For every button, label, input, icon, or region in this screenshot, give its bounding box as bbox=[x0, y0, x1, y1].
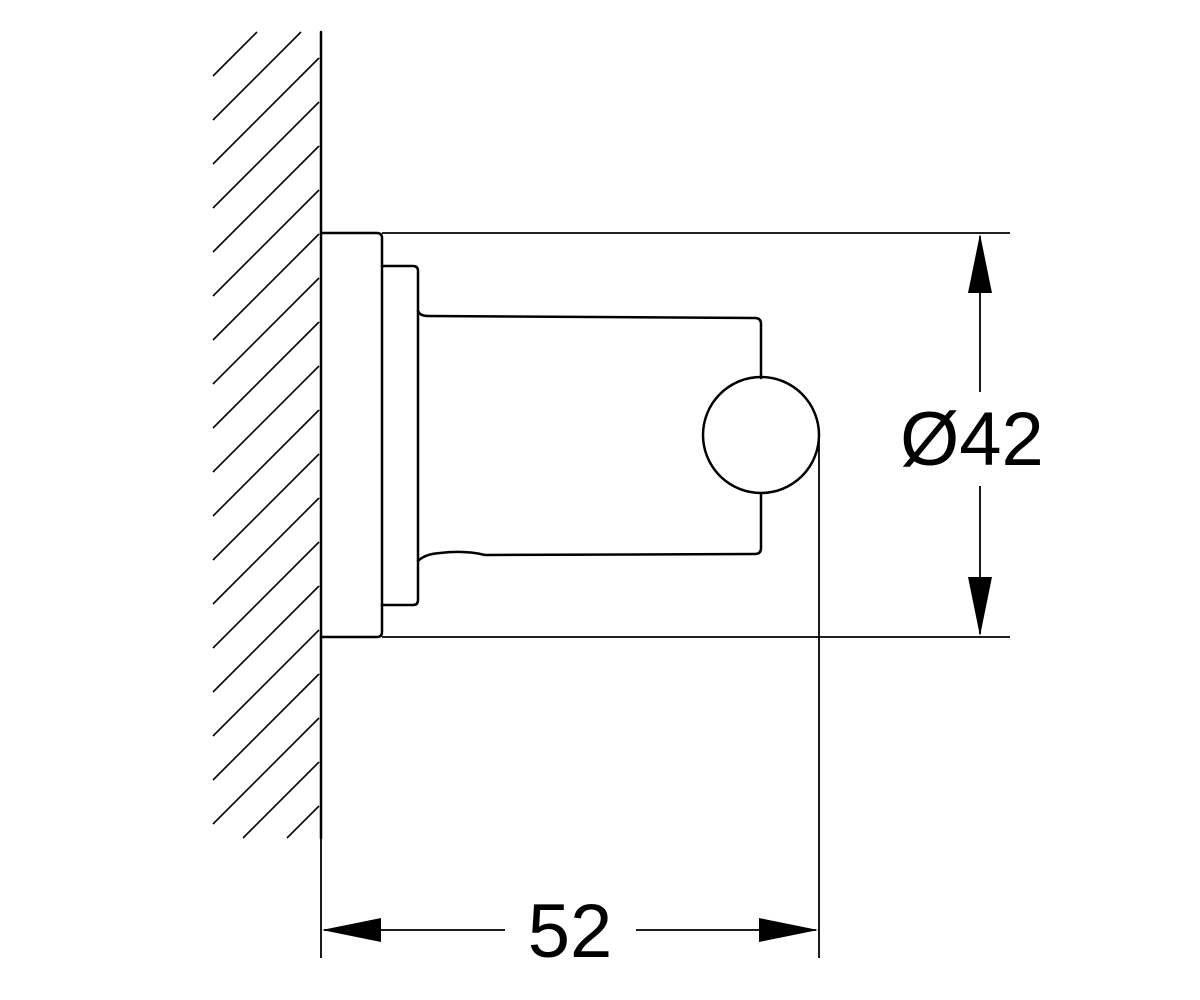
height-arrow-top bbox=[968, 234, 992, 293]
hatch-line bbox=[212, 145, 320, 253]
hatch-line bbox=[212, 673, 320, 781]
hatch-line bbox=[212, 365, 320, 473]
hatch-line bbox=[242, 761, 320, 839]
depth-dimension-label: 52 bbox=[528, 889, 613, 974]
hatch-line bbox=[286, 805, 320, 839]
hatch-line bbox=[212, 101, 320, 209]
height-arrow-bottom bbox=[968, 577, 992, 636]
depth-arrow-left bbox=[322, 918, 381, 942]
hook-body bbox=[416, 309, 763, 563]
hatch-line bbox=[212, 717, 320, 825]
hatch-line bbox=[212, 585, 320, 693]
hatch-line bbox=[212, 31, 302, 121]
hatch-line bbox=[212, 277, 320, 385]
depth-arrow-right bbox=[759, 918, 818, 942]
hatch-line bbox=[212, 629, 320, 737]
hatch-line bbox=[212, 497, 320, 605]
hatch-line bbox=[212, 321, 320, 429]
hatch-line bbox=[212, 233, 320, 341]
rosette-step bbox=[380, 264, 420, 607]
wall-rosette bbox=[319, 231, 384, 639]
hatch-line bbox=[212, 453, 320, 561]
hatch-line bbox=[212, 541, 320, 649]
hook-knob bbox=[701, 375, 821, 495]
height-dimension-label: Ø42 bbox=[900, 397, 1044, 482]
wall-hatching bbox=[212, 31, 320, 839]
hatch-line bbox=[212, 409, 320, 517]
hatch-line bbox=[212, 189, 320, 297]
hatch-line bbox=[212, 57, 320, 165]
hatch-line bbox=[212, 31, 258, 77]
